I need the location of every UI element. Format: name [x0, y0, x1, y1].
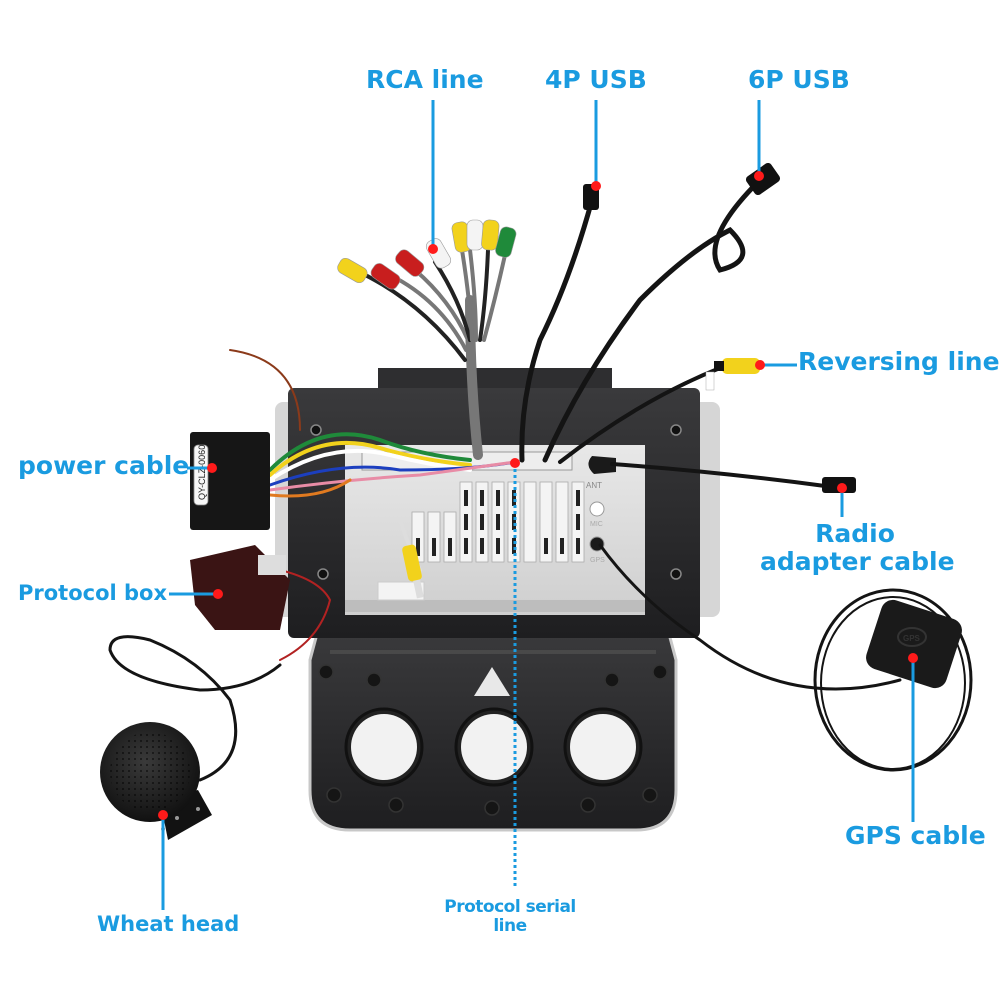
mic-port [589, 501, 605, 517]
gps-module-logo: GPS [903, 634, 921, 643]
rca-plug [370, 263, 401, 290]
marker-reversing-line [755, 360, 765, 370]
rca-plug [495, 226, 517, 258]
power-box-tag: QY-CLZ-0060 [197, 445, 207, 500]
chassis-vent-slots [411, 481, 585, 563]
bezel-vent-hole-left [351, 714, 417, 780]
usb-4p-cable [519, 197, 595, 463]
rca-plugs [337, 219, 517, 290]
ant-port-label: ANT [586, 481, 602, 490]
bezel-vent-hole-right [570, 714, 636, 780]
callout-power-cable: power cable [18, 451, 190, 480]
callout-protocol-serial-line2: line [493, 915, 527, 936]
mic-cable [108, 635, 282, 782]
chassis-sticker [377, 581, 425, 601]
callout-rca-line: RCA line [366, 65, 484, 94]
marker-protocol-box [213, 589, 223, 599]
callout-protocol-serial-line: Protocol serial line [430, 898, 590, 935]
callout-protocol-serial-line1: Protocol serial [444, 897, 576, 917]
marker-radio-adapter [837, 483, 847, 493]
gps-port-label: GPS [590, 557, 605, 564]
head-unit-frame: ANT MIC GPS [275, 368, 720, 638]
rca-plug [395, 249, 425, 277]
callout-usb-6p: 6P USB [748, 65, 850, 94]
marker-wheat-head [158, 810, 168, 820]
marker-rca-line [428, 244, 438, 254]
callout-gps-cable: GPS cable [845, 821, 986, 850]
bezel-triangle-cutout [474, 667, 510, 696]
radio-adapter-cable [610, 462, 827, 488]
callout-radio-adapter-line2: adapter cable [760, 546, 955, 576]
microphone-wheat-head [100, 722, 212, 840]
ant-port-plug [588, 456, 616, 474]
rca-plug [481, 219, 500, 251]
rca-plug [425, 238, 452, 269]
marker-power-cable [207, 463, 217, 473]
reversing-line-connector [705, 358, 760, 391]
reversing-cable [558, 366, 722, 464]
marker-gps-cable [908, 653, 918, 663]
mic-port-label: MIC [590, 521, 603, 528]
power-cable-connector: QY-CLZ-0060 [190, 432, 270, 530]
callout-radio-adapter-cable: Radio adapter cable [760, 519, 955, 576]
callout-wheat-head: Wheat head [97, 912, 240, 936]
gps-lead [598, 543, 902, 691]
bezel-vent-hole-center [461, 714, 527, 780]
climate-bezel [308, 628, 678, 832]
protocol-box [190, 545, 290, 630]
marker-usb-6p [754, 171, 764, 181]
rca-plug [466, 219, 484, 251]
callout-usb-4p: 4P USB [545, 65, 647, 94]
marker-usb-4p [591, 181, 601, 191]
usb-6p-cable [542, 179, 761, 463]
rca-plug [337, 257, 368, 284]
marker-dots [158, 171, 918, 820]
leader-lines [161, 100, 915, 910]
gps-module: GPS [866, 599, 962, 689]
callout-protocol-box: Protocol box [18, 581, 168, 605]
callout-reversing-line: Reversing line [798, 347, 1000, 376]
callout-radio-adapter-line1: Radio [815, 519, 895, 548]
reversing-rca-on-unit [402, 544, 424, 599]
marker-protocol-serial [510, 458, 520, 468]
